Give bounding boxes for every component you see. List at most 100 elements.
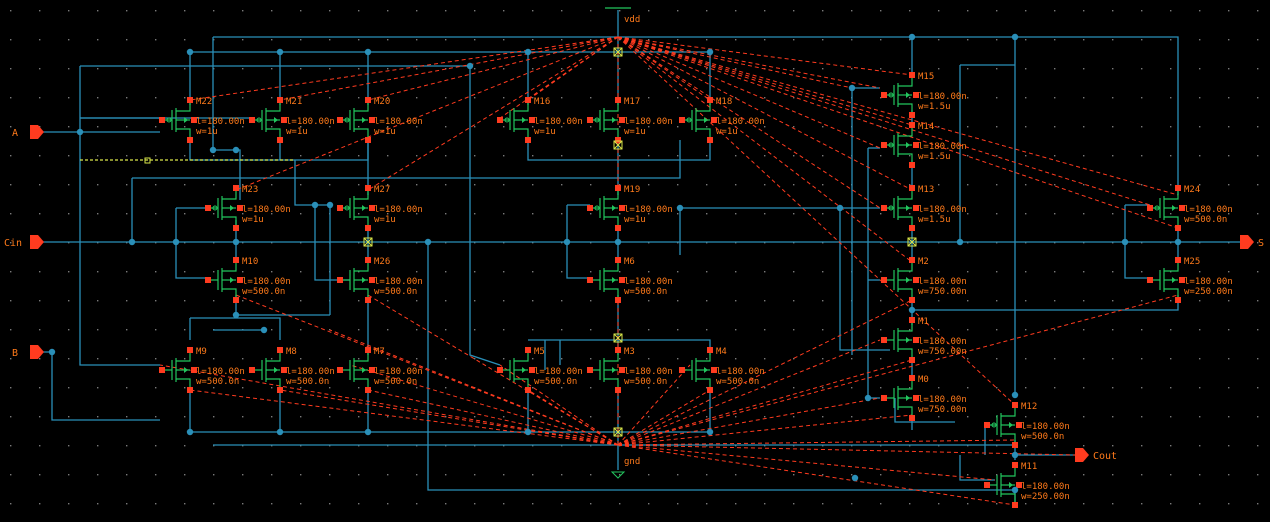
pin-square[interactable] (913, 92, 919, 98)
pin-square[interactable] (909, 317, 915, 323)
port-cout[interactable]: Cout (1075, 448, 1117, 462)
cross-marker[interactable] (613, 333, 623, 343)
pin-square[interactable] (909, 297, 915, 303)
pin-square[interactable] (1175, 225, 1181, 231)
pin-square[interactable] (277, 387, 283, 393)
pin-square[interactable] (337, 367, 343, 373)
pin-square[interactable] (909, 185, 915, 191)
pin-square[interactable] (707, 387, 713, 393)
pin-square[interactable] (587, 117, 593, 123)
pin-square[interactable] (909, 357, 915, 363)
pin-square[interactable] (159, 117, 165, 123)
port-b[interactable]: B (12, 345, 44, 359)
pin-square[interactable] (277, 137, 283, 143)
pin-square[interactable] (249, 117, 255, 123)
pin-square[interactable] (615, 225, 621, 231)
pin-square[interactable] (909, 375, 915, 381)
pin-square[interactable] (281, 367, 287, 373)
pin-square[interactable] (233, 225, 239, 231)
pin-square[interactable] (587, 277, 593, 283)
pin-square[interactable] (711, 367, 717, 373)
pin-square[interactable] (679, 117, 685, 123)
pin-square[interactable] (881, 395, 887, 401)
pin-square[interactable] (615, 185, 621, 191)
pin-square[interactable] (525, 97, 531, 103)
pin-square[interactable] (369, 205, 375, 211)
pin-square[interactable] (497, 367, 503, 373)
pin-square[interactable] (369, 117, 375, 123)
pin-square[interactable] (1175, 257, 1181, 263)
pin-square[interactable] (1175, 297, 1181, 303)
pin-square[interactable] (365, 225, 371, 231)
pin-square[interactable] (365, 347, 371, 353)
pin-square[interactable] (365, 387, 371, 393)
cross-marker[interactable] (613, 427, 623, 437)
pin-square[interactable] (233, 257, 239, 263)
pin-square[interactable] (191, 367, 197, 373)
pin-square[interactable] (619, 117, 625, 123)
pin-square[interactable] (619, 277, 625, 283)
pin-square[interactable] (365, 297, 371, 303)
pin-square[interactable] (529, 117, 535, 123)
pin-square[interactable] (1012, 502, 1018, 508)
pin-square[interactable] (881, 92, 887, 98)
pin-square[interactable] (1147, 277, 1153, 283)
cross-marker[interactable] (363, 237, 373, 247)
pin-square[interactable] (913, 142, 919, 148)
pin-square[interactable] (525, 347, 531, 353)
pin-square[interactable] (615, 387, 621, 393)
pin-square[interactable] (707, 137, 713, 143)
cross-marker[interactable] (613, 47, 623, 57)
pin-square[interactable] (365, 185, 371, 191)
pin-square[interactable] (619, 205, 625, 211)
pin-square[interactable] (205, 277, 211, 283)
pin-square[interactable] (281, 117, 287, 123)
pin-square[interactable] (707, 347, 713, 353)
pin-square[interactable] (984, 422, 990, 428)
pin-square[interactable] (1147, 205, 1153, 211)
pin-square[interactable] (615, 297, 621, 303)
pin-square[interactable] (1016, 422, 1022, 428)
pin-square[interactable] (187, 97, 193, 103)
pin-square[interactable] (881, 337, 887, 343)
cross-marker[interactable] (907, 237, 917, 247)
pin-square[interactable] (233, 185, 239, 191)
pin-square[interactable] (1012, 402, 1018, 408)
pin-square[interactable] (881, 277, 887, 283)
pin-square[interactable] (615, 137, 621, 143)
pin-square[interactable] (369, 277, 375, 283)
pin-square[interactable] (909, 72, 915, 78)
pin-square[interactable] (1012, 442, 1018, 448)
pin-square[interactable] (233, 297, 239, 303)
pin-square[interactable] (587, 367, 593, 373)
pin-square[interactable] (707, 97, 713, 103)
pin-square[interactable] (909, 415, 915, 421)
pin-square[interactable] (913, 277, 919, 283)
pin-square[interactable] (615, 347, 621, 353)
pin-square[interactable] (159, 367, 165, 373)
pin-square[interactable] (909, 225, 915, 231)
pin-square[interactable] (337, 117, 343, 123)
pin-square[interactable] (191, 117, 197, 123)
